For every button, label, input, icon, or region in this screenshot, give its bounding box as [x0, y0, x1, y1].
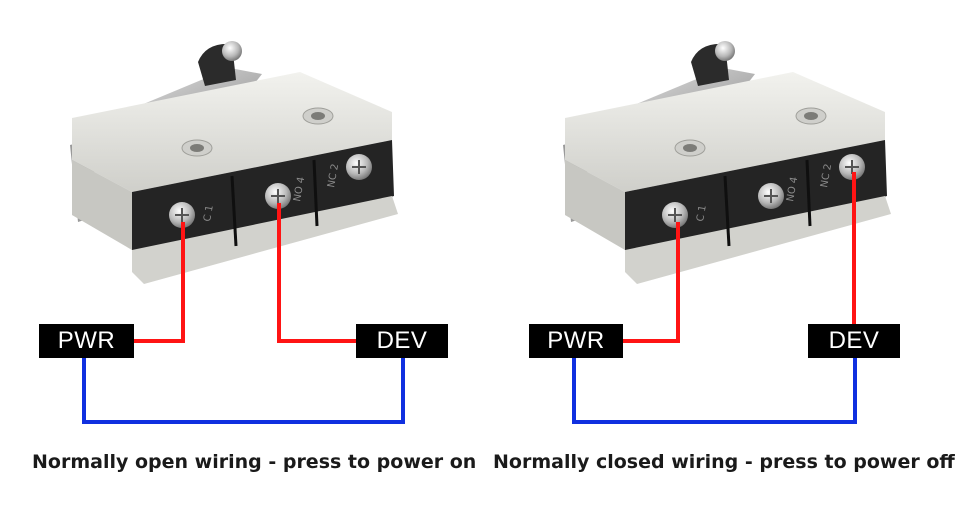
return-wire — [572, 358, 857, 424]
pwr-label: PWR — [39, 324, 134, 358]
return-wire — [82, 358, 405, 424]
micro-switch-image — [68, 39, 400, 286]
terminal-label-nc2: NC 2 — [819, 163, 834, 189]
device-wire — [277, 203, 358, 343]
terminal-label-c1: C 1 — [695, 204, 709, 222]
pwr-label: PWR — [529, 324, 623, 358]
dev-label: DEV — [808, 324, 900, 358]
terminal-label-no4: NO 4 — [292, 176, 307, 202]
power-wire — [622, 222, 680, 343]
power-wire — [133, 222, 185, 343]
dev-label: DEV — [356, 324, 448, 358]
terminal-label-nc2: NC 2 — [326, 163, 341, 189]
micro-switch-image — [561, 39, 893, 286]
normally-open-caption: Normally open wiring - press to power on — [32, 451, 477, 473]
normally-closed-caption: Normally closed wiring - press to power … — [493, 451, 955, 473]
terminal-label-no4: NO 4 — [785, 176, 800, 202]
terminal-label-c1: C 1 — [202, 204, 216, 222]
